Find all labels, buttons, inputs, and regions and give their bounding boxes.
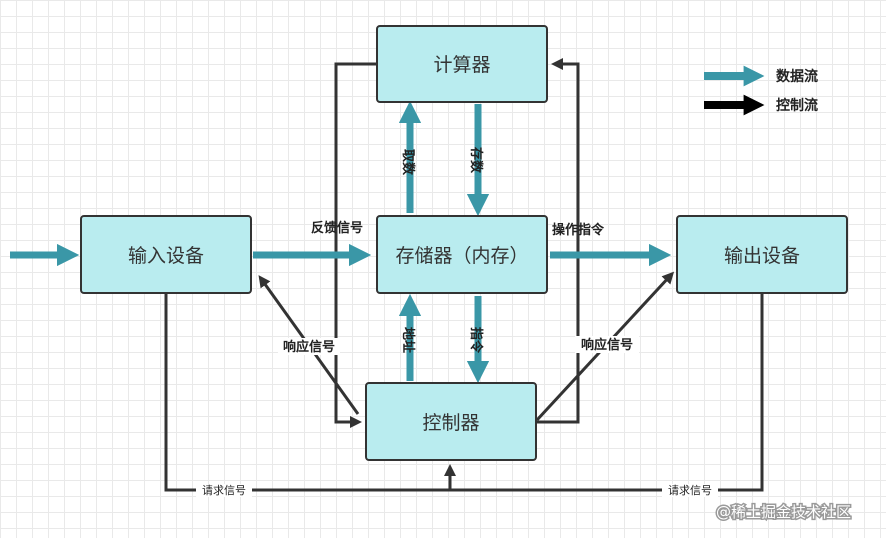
legend: 数据流 控制流 — [704, 65, 818, 116]
request-signal-line — [164, 294, 764, 492]
watermark-text: @稀土掘金技术社区 — [716, 503, 851, 521]
request-signal-left-label: 请求信号 — [202, 484, 246, 497]
calculator-node: 计算器 — [376, 25, 548, 103]
response-signal-left-label: 响应信号 — [283, 339, 335, 355]
operation-instruction-label: 操作指令 — [552, 222, 605, 238]
memory-node: 存储器（内存） — [376, 215, 548, 294]
request-signal-right-label: 请求信号 — [668, 484, 712, 497]
controller-label: 控制器 — [422, 412, 479, 434]
feedback-signal-label: 反馈信号 — [311, 220, 363, 236]
address-label: 地址 — [400, 327, 416, 353]
operation-instruction-line — [537, 58, 580, 424]
input-device-node: 输入设备 — [80, 215, 252, 294]
calculator-label: 计算器 — [433, 54, 490, 76]
store-label: 存数 — [468, 147, 484, 174]
response-signal-right-label: 响应信号 — [581, 337, 633, 353]
fetch-label: 取数 — [400, 149, 416, 176]
legend-data-flow-label: 数据流 — [776, 68, 818, 85]
output-device-node: 输出设备 — [676, 215, 848, 294]
controller-node: 控制器 — [365, 382, 537, 461]
instruction-label: 指令 — [468, 327, 484, 354]
input-device-label: 输入设备 — [128, 245, 204, 267]
legend-control-flow-label: 控制流 — [776, 97, 818, 114]
memory-label: 存储器（内存） — [395, 245, 528, 267]
output-device-label: 输出设备 — [724, 245, 800, 267]
feedback-signal-line — [334, 62, 377, 428]
watermark: @稀土掘金技术社区 — [715, 502, 853, 523]
